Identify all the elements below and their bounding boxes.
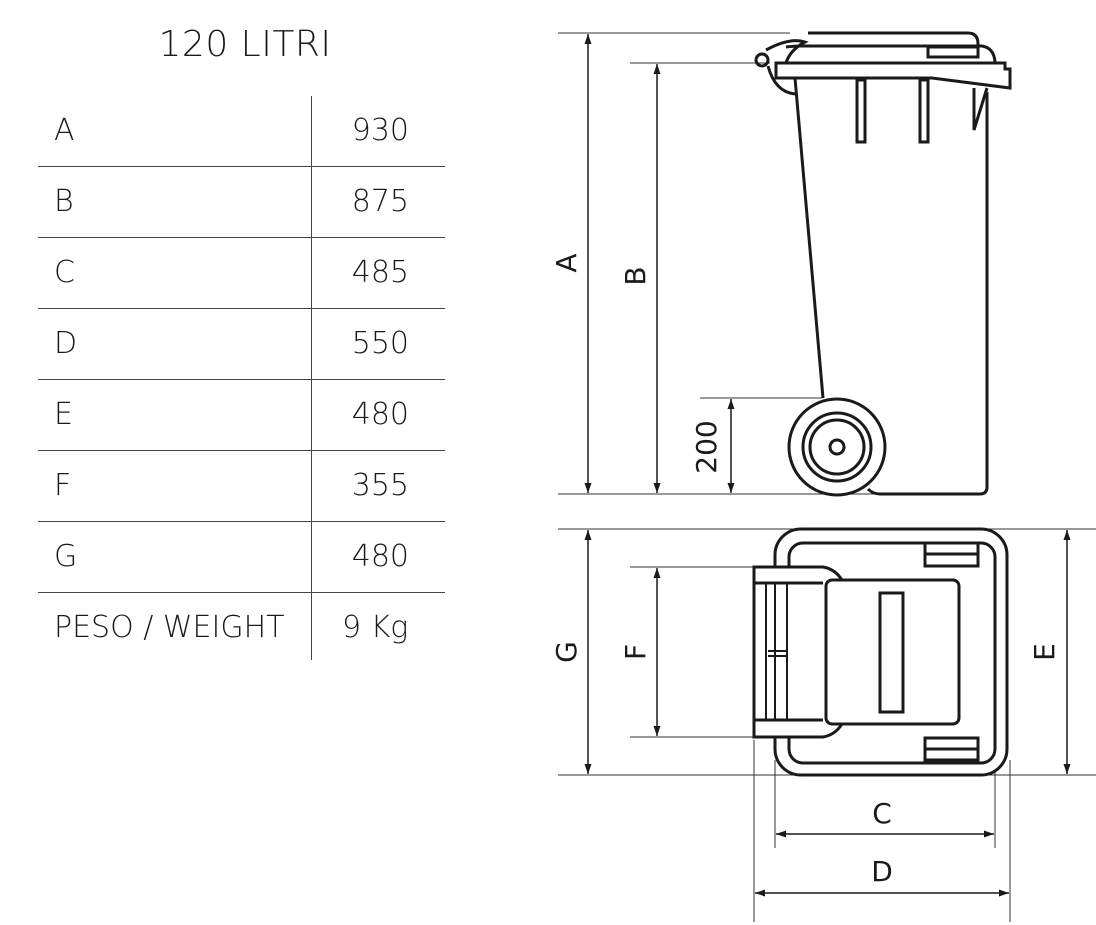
dimension-label: E bbox=[54, 397, 73, 432]
dimensions-table: A 930 B 875 C 485 D 550 E 480 F 355 G 480 PESO … bbox=[38, 96, 445, 663]
column-divider bbox=[311, 96, 312, 660]
label-c: C bbox=[872, 797, 892, 830]
bin-side-view bbox=[754, 31, 1012, 497]
label-f: F bbox=[619, 644, 652, 660]
dimension-value: 930 bbox=[351, 113, 409, 148]
dimension-value: 550 bbox=[351, 326, 409, 361]
dimension-label: A bbox=[54, 113, 75, 148]
table-row: F 355 bbox=[38, 451, 445, 522]
table-row-weight: PESO / WEIGHT 9 Kg bbox=[38, 593, 445, 663]
weight-label: PESO / WEIGHT bbox=[54, 610, 285, 645]
label-b: B bbox=[619, 266, 652, 285]
dimension-value: 485 bbox=[351, 255, 409, 290]
capacity-title: 120 LITRI bbox=[158, 24, 332, 65]
weight-value: 9 Kg bbox=[342, 610, 409, 645]
label-d: D bbox=[871, 855, 893, 888]
label-200: 200 bbox=[690, 420, 723, 473]
table-row: A 930 bbox=[38, 96, 445, 167]
table-row: B 875 bbox=[38, 167, 445, 238]
bin-top-view bbox=[752, 527, 1009, 777]
wheel-icon bbox=[787, 397, 887, 497]
dimension-label: B bbox=[54, 184, 74, 219]
table-row: G 480 bbox=[38, 522, 445, 593]
dimension-label: D bbox=[54, 326, 78, 361]
dimension-label: F bbox=[54, 468, 72, 503]
dimension-value: 480 bbox=[351, 539, 409, 574]
label-e: E bbox=[1028, 643, 1061, 661]
dimension-label: C bbox=[54, 255, 75, 290]
table-row: C 485 bbox=[38, 238, 445, 309]
table-row: D 550 bbox=[38, 309, 445, 380]
dimension-value: 355 bbox=[351, 468, 409, 503]
label-a: A bbox=[550, 253, 583, 272]
dimension-label: G bbox=[54, 539, 78, 574]
label-g: G bbox=[550, 641, 583, 663]
table-row: E 480 bbox=[38, 380, 445, 451]
dimension-value: 875 bbox=[351, 184, 409, 219]
dimension-value: 480 bbox=[351, 397, 409, 432]
